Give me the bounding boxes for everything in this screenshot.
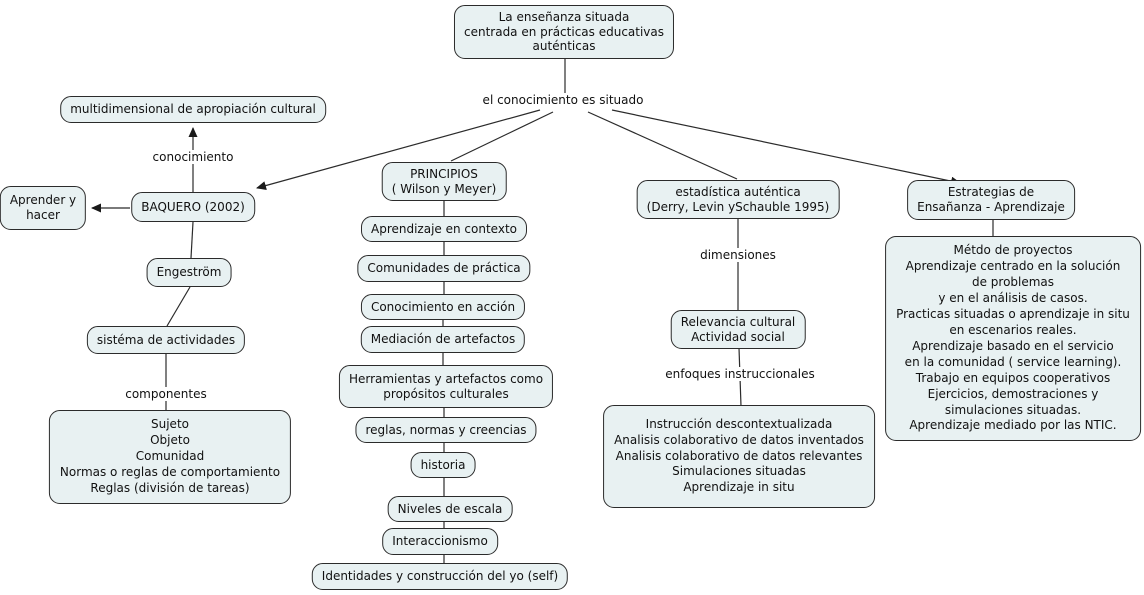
node-interaccionismo[interactable]: Interaccionismo [382,528,498,555]
connector-engestrom-sistema [166,286,191,327]
connector-baquero-engestrom [190,221,194,259]
connector-situado-baquero [256,109,541,190]
link-label-enfoques-instruccionales[interactable]: enfoques instruccionales [661,367,819,381]
connector-situado-estadistica [587,111,738,180]
node-relevancia-actividad[interactable]: Relevancia cultural Actividad social [670,310,806,350]
node-identidades-self[interactable]: Identidades y construcción del yo (self) [311,563,569,590]
link-label-conocimiento-situado[interactable]: el conocimiento es situado [478,93,648,107]
node-multidimensional[interactable]: multidimensional de apropiación cultural [60,96,326,123]
connector-situado-principios [450,111,554,162]
connector-situado-estrategias [611,109,961,186]
node-comunidades-de-practica[interactable]: Comunidades de práctica [357,255,531,282]
node-estadistica-autentica[interactable]: estadística auténtica (Derry, Levin ySch… [636,180,840,220]
link-label-dimensiones[interactable]: dimensiones [696,248,780,262]
node-mediacion-de-artefactos[interactable]: Mediación de artefactos [360,326,526,353]
node-componentes-lista[interactable]: Sujeto Objeto Comunidad Normas o reglas … [48,410,292,504]
link-label-componentes[interactable]: componentes [121,387,211,401]
node-niveles-de-escala[interactable]: Niveles de escala [387,496,513,522]
node-reglas-normas-creencias[interactable]: reglas, normas y creencias [355,417,537,443]
node-aprender-y-hacer[interactable]: Aprender y hacer [0,186,87,230]
node-enfoques-lista[interactable]: Instrucción descontextualizada Analisis … [603,405,875,508]
node-historia[interactable]: historia [410,452,476,478]
link-label-conocimiento[interactable]: conocimiento [148,150,238,164]
node-herramientas-artefactos[interactable]: Herramientas y artefactos como propósito… [338,365,554,408]
node-baquero[interactable]: BAQUERO (2002) [131,192,255,222]
node-sistema-actividades[interactable]: sistéma de actividades [86,326,246,354]
node-ensenanza-situada[interactable]: La enseñanza situada centrada en práctic… [453,5,675,59]
node-principios[interactable]: PRINCIPIOS ( Wilson y Meyer) [381,162,507,202]
node-estrategias-lista[interactable]: Métdo de proyectos Aprendizaje centrado … [885,236,1141,442]
node-engestrom[interactable]: Engeström [146,258,232,287]
node-aprendizaje-en-contexto[interactable]: Aprendizaje en contexto [361,216,527,242]
node-estrategias[interactable]: Estrategias de Ensañanza - Aprendizaje [907,180,1075,220]
node-conocimiento-en-accion[interactable]: Conocimiento en acción [360,294,526,320]
